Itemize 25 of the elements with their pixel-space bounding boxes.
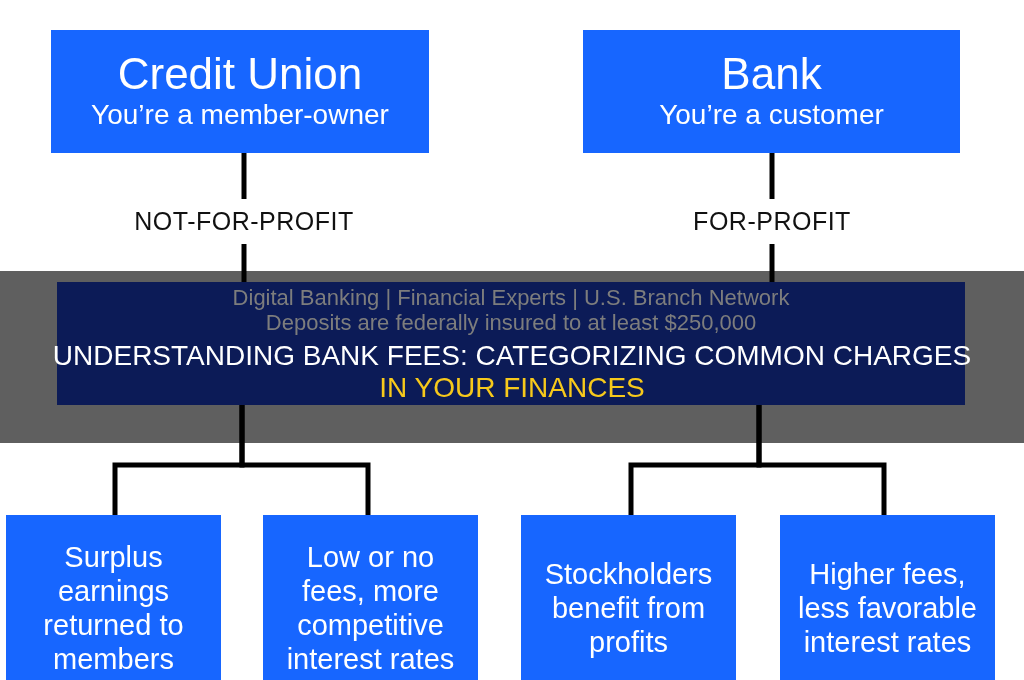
box-text: Higher fees, less favorable interest rates — [797, 556, 978, 659]
category-label: FOR-PROFIT — [652, 199, 892, 244]
category-box — [51, 30, 429, 153]
box-subtitle: You’re a member-owner — [91, 98, 389, 131]
box-heading: Bank — [721, 48, 822, 99]
category-box — [583, 30, 960, 153]
category-label: NOT-FOR-PROFIT — [114, 199, 374, 244]
box-text: Digital Banking | Financial Experts | U.S. Branch Network — [232, 285, 790, 310]
box-text: Low or no fees, more competitive interest rates — [285, 539, 456, 676]
box-heading: Credit Union — [117, 48, 363, 99]
box-text: Surplus earnings returned to members — [42, 539, 185, 676]
connector-line — [769, 153, 775, 199]
connector-line — [239, 405, 371, 515]
box-subtitle: You’re a customer — [659, 98, 884, 131]
connector-line — [756, 405, 887, 515]
connector-line — [769, 244, 775, 282]
info-box — [521, 515, 736, 680]
title-text: UNDERSTANDING BANK FEES: CATEGORIZING COMMON CHARGES IN YOUR FINANCES — [51, 340, 973, 404]
info-box — [780, 515, 995, 680]
info-box — [6, 515, 221, 680]
info-box — [263, 515, 478, 680]
connector-line — [241, 244, 247, 282]
box-text: Deposits are federally insured to at least $250,000 — [265, 310, 757, 335]
box-text: Stockholders benefit from profits — [543, 556, 714, 659]
connector-line — [241, 153, 247, 199]
